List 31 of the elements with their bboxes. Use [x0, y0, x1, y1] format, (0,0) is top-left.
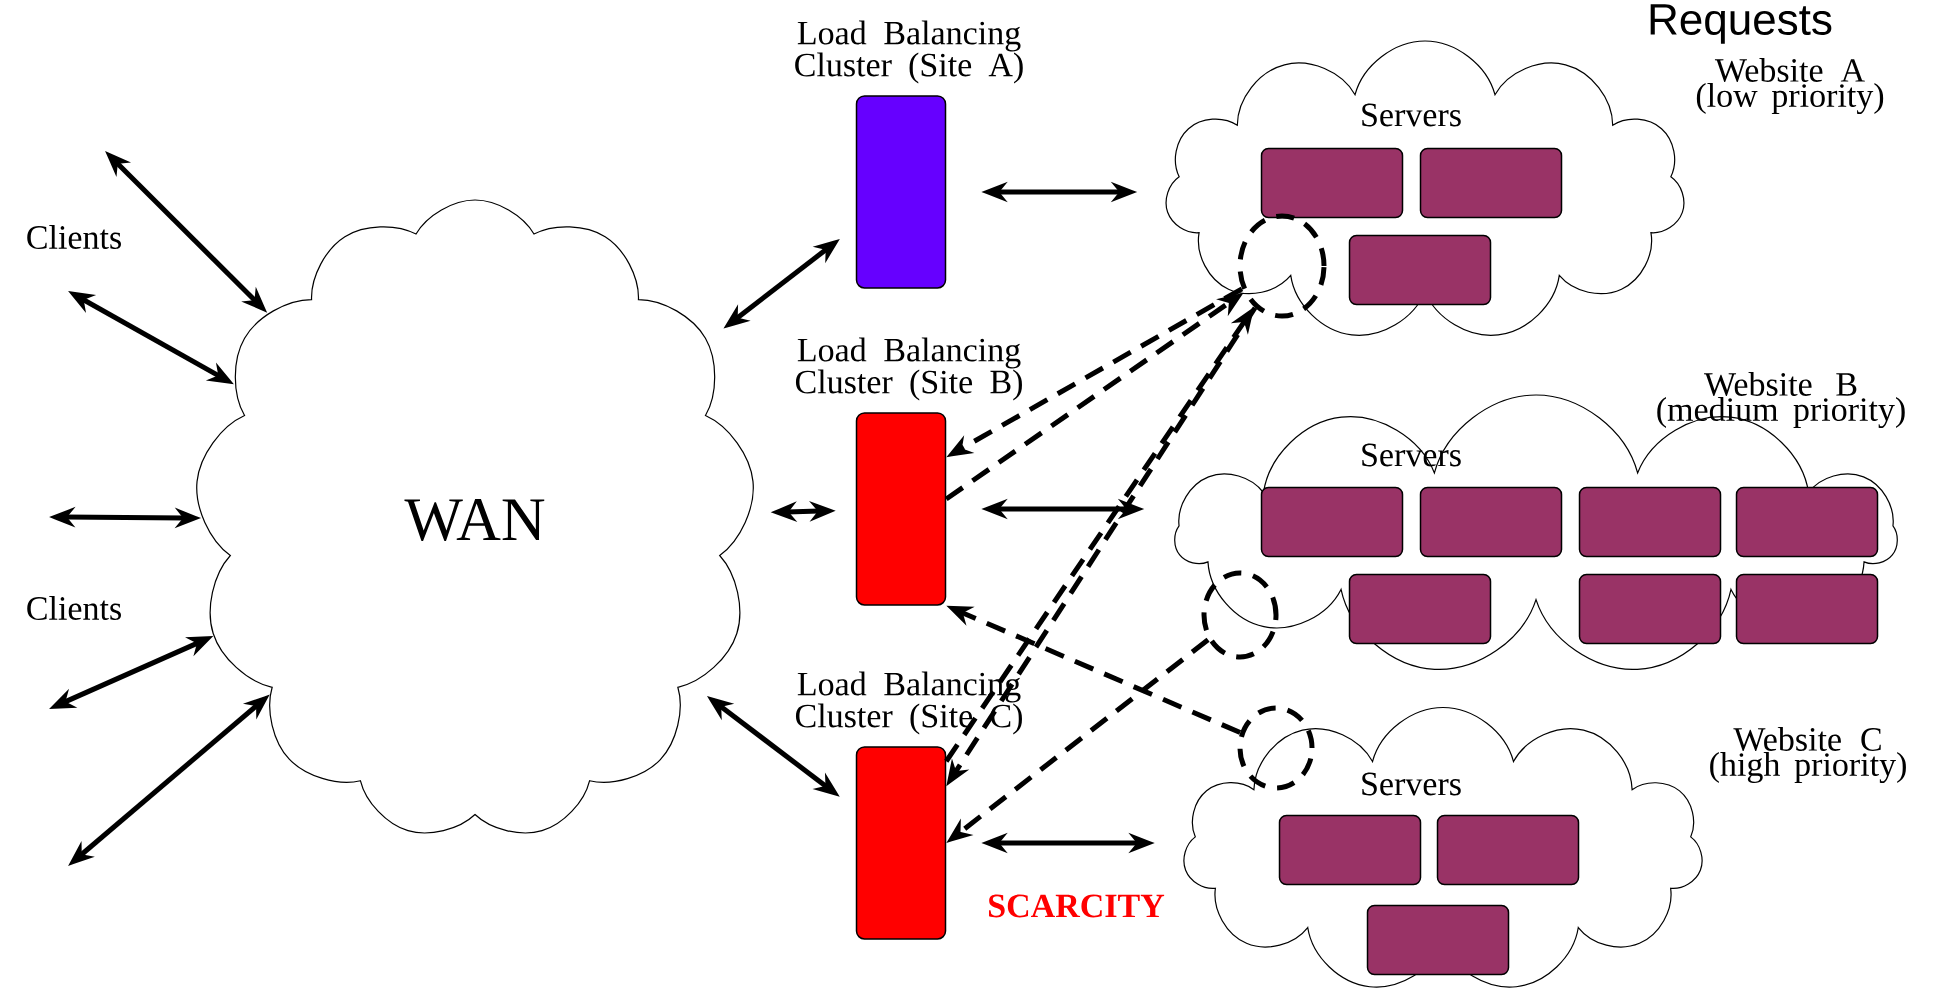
- website-label: Website C (high priority): [1710, 727, 1906, 783]
- servers-label: Servers: [1362, 772, 1461, 796]
- title: Requests: [1650, 4, 1832, 44]
- server-box: [1578, 486, 1722, 558]
- dashed-circle: [1237, 705, 1315, 791]
- server-box: [1735, 486, 1879, 558]
- website-label: Website A (low priority): [1696, 58, 1884, 114]
- server-box: [1436, 814, 1580, 886]
- servers-label: Servers: [1362, 103, 1461, 127]
- load-balancer-box: [855, 95, 947, 289]
- server-box: [1735, 573, 1879, 645]
- server-box: [1578, 573, 1722, 645]
- server-box: [1348, 573, 1492, 645]
- load-balancer-box: [855, 412, 947, 606]
- server-box: [1419, 486, 1563, 558]
- server-box: [1260, 486, 1404, 558]
- server-box: [1260, 147, 1404, 219]
- cluster-label: Load Balancing Cluster (Site A): [795, 20, 1023, 84]
- server-box: [1366, 904, 1510, 976]
- dashed-circle: [1201, 570, 1279, 660]
- server-box: [1419, 147, 1563, 219]
- load-balancer-box: [855, 746, 947, 940]
- scarcity-label: SCARCITY: [989, 894, 1165, 918]
- wan-cloud: WAN: [196, 199, 754, 834]
- server-box: [1278, 814, 1422, 886]
- website-label: Website B (medium priority): [1657, 372, 1905, 428]
- clients-label: Clients: [27, 596, 121, 620]
- clients-label: Clients: [27, 225, 121, 249]
- server-box: [1348, 234, 1492, 306]
- dashed-circle: [1237, 213, 1327, 319]
- cluster-label: Load Balancing Cluster (Site B): [795, 337, 1022, 401]
